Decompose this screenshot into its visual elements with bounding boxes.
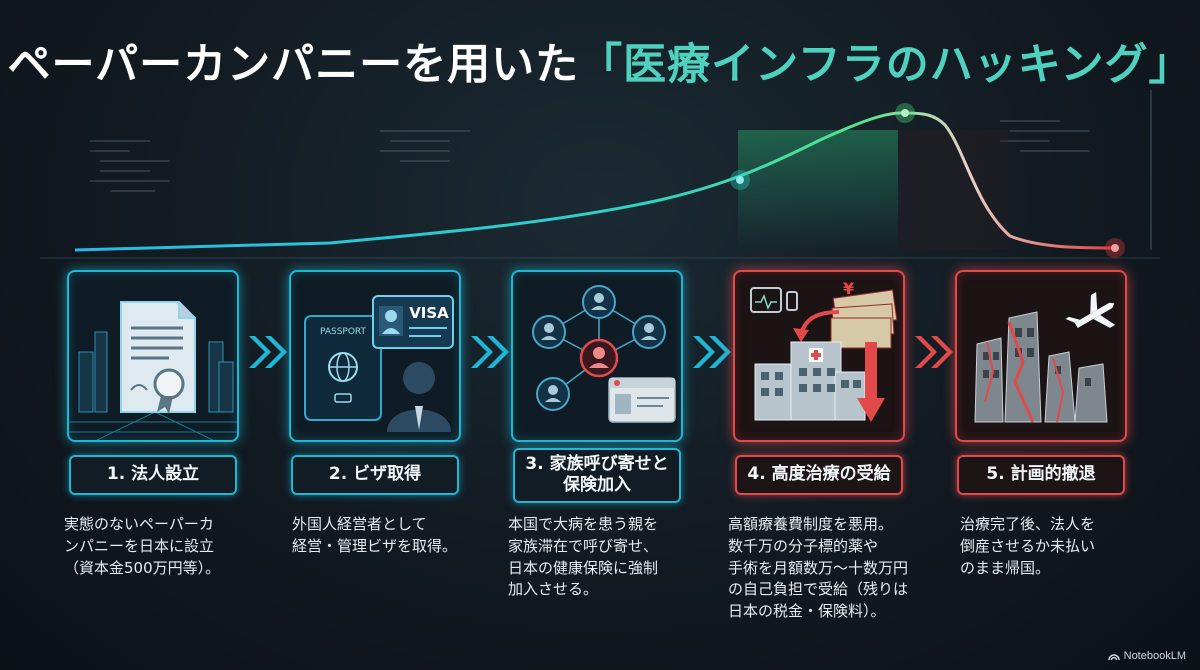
step-1-card <box>67 270 239 442</box>
step-1-description: 実態のないペーパーカ ンパニーを日本に設立 （資本金500万円等）。 <box>64 515 221 577</box>
arrow-right-icon <box>915 336 953 368</box>
step-2-description: 外国人経営者として 経営・管理ビザを取得。 <box>292 515 458 555</box>
title-highlight: 「医療インフラのハッキング」 <box>579 40 1193 90</box>
step-4-card: ¥ <box>733 270 905 442</box>
footer-brand-text: NotebookLM <box>1123 650 1186 662</box>
document-certificate-icon <box>69 301 237 440</box>
arrow-right-icon <box>249 336 287 368</box>
arrow-right-icon <box>693 336 731 368</box>
step-1-label: 1. 法人設立 <box>69 455 237 495</box>
passport-visa-icon: PASSPORT VISA <box>304 295 454 432</box>
step-5-description: 治療完了後、法人を 倒産させるか未払い のまま帰国。 <box>960 515 1096 577</box>
step-5-label: 5. 計画的撤退 <box>957 455 1125 495</box>
title-main: ペーパーカンパニーを用いた <box>7 40 580 90</box>
family-network-icon <box>532 285 676 423</box>
step-3-label: 3. 家族呼び寄せと 保険加入 <box>513 448 681 503</box>
step-4-label: 4. 高度治療の受給 <box>735 455 903 495</box>
passport-text: PASSPORT <box>320 327 367 337</box>
visa-text: VISA <box>409 304 449 322</box>
step-2-card: PASSPORT VISA <box>289 270 461 442</box>
step-4-description: 高額療養費制度を悪用。 数千万の分子標的薬や 手術を月額数万〜十数万円 の自己負… <box>728 515 909 620</box>
hospital-money-icon: ¥ <box>750 279 898 422</box>
yen-text: ¥ <box>843 279 854 298</box>
step-3-description: 本国で大病を患う親を 家族滞在で呼び寄せ、 日本の健康保険に強制 加入させる。 <box>508 515 659 599</box>
notebooklm-logo-icon <box>1107 653 1120 660</box>
step-2-label: 2. ビザ取得 <box>291 455 459 495</box>
step-5-card <box>955 270 1127 442</box>
footer-brand: NotebookLM <box>1107 650 1186 662</box>
collapse-airplane-icon <box>974 291 1116 423</box>
step-3-card <box>511 270 683 442</box>
page-title: ペーパーカンパニーを用いた「医療インフラのハッキング」 <box>0 30 1200 92</box>
arrow-right-icon <box>471 336 509 368</box>
